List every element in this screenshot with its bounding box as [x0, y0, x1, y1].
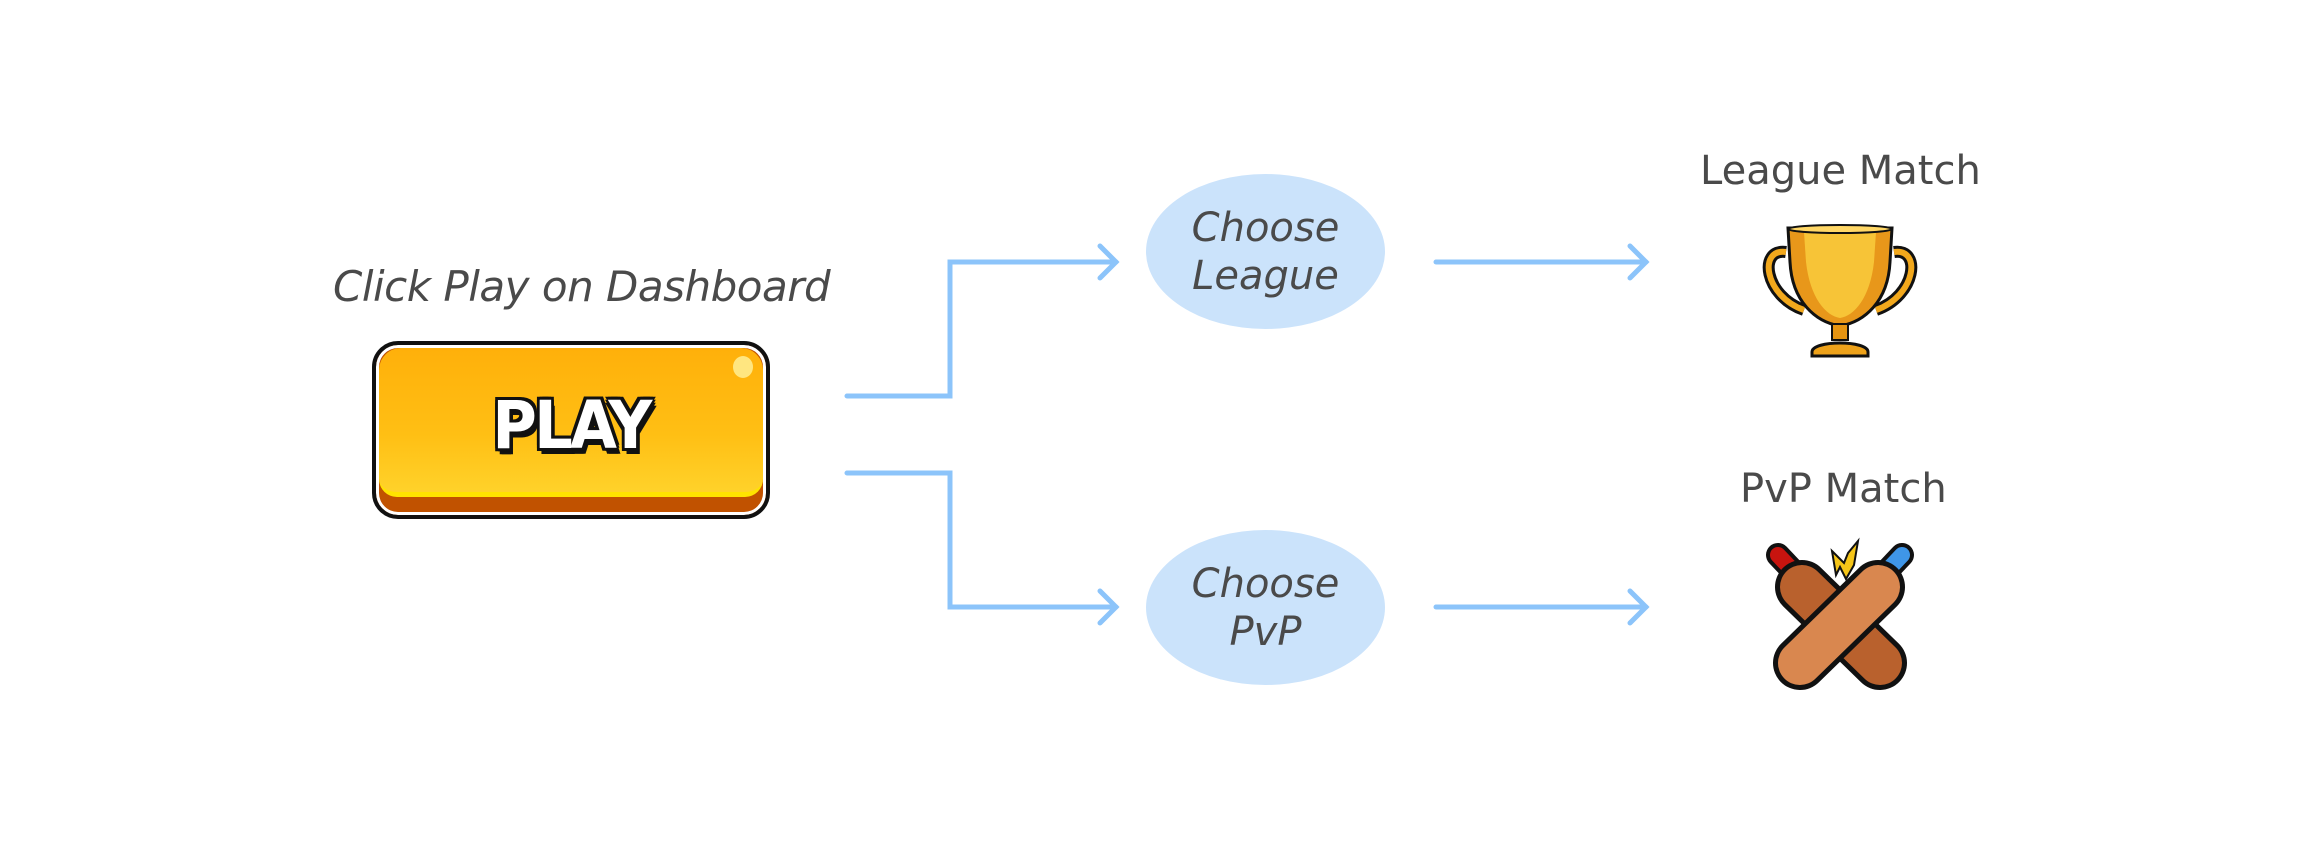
- connector-play-to-pvp: [844, 470, 1119, 610]
- arrowhead-play-to-league: [1097, 243, 1120, 281]
- choose-pvp-line1: Choose: [1191, 560, 1340, 607]
- trophy-icon: [1762, 224, 1918, 358]
- choose-league-line1: Choose: [1191, 204, 1340, 251]
- play-button-shine: [733, 356, 753, 378]
- play-button-label: PLAY: [492, 387, 652, 464]
- choose-league-line2: League: [1192, 252, 1339, 299]
- play-button[interactable]: PLAY: [372, 341, 770, 519]
- start-caption: Click Play on Dashboard: [333, 262, 831, 311]
- play-button-face: [379, 348, 763, 497]
- choose-pvp-node[interactable]: Choose PvP: [1146, 530, 1385, 685]
- crossed-cricket-bats-icon: [1766, 537, 1914, 690]
- pvp-match-title: PvP Match: [1740, 466, 1947, 512]
- choose-pvp-line2: PvP: [1229, 608, 1302, 655]
- choose-league-node[interactable]: Choose League: [1146, 174, 1385, 329]
- arrowhead-play-to-pvp: [1097, 588, 1120, 626]
- connector-play-to-league: [844, 259, 1119, 399]
- arrowhead-pvp-to-match: [1627, 588, 1650, 626]
- league-match-title: League Match: [1700, 148, 1981, 194]
- arrowhead-league-to-match: [1627, 243, 1650, 281]
